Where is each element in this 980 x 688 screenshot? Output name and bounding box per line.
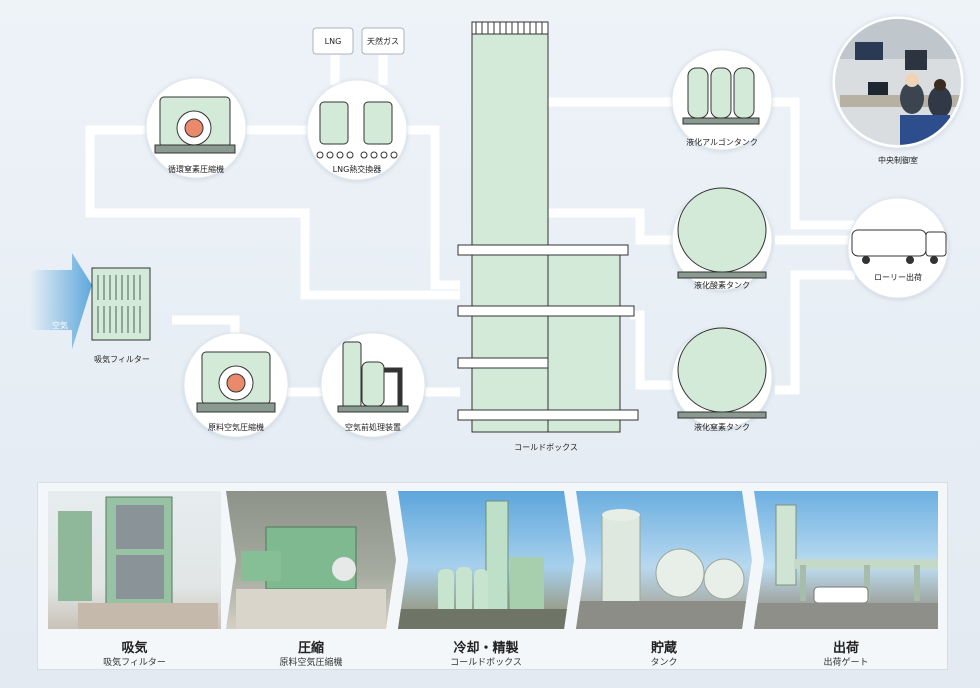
svg-text:LNG熱交換器: LNG熱交換器 [333,164,382,174]
svg-text:液化酸素タンク: 液化酸素タンク [694,280,750,290]
pipe-network [85,55,855,397]
step-title: 圧縮 [297,641,324,656]
intake-filter-node: 吸気フィルター [91,267,151,364]
svg-text:液化アルゴンタンク: 液化アルゴンタンク [686,137,758,147]
svg-text:循環窒素圧縮機: 循環窒素圧縮機 [168,164,224,174]
step-subtitle: 原料空気圧縮機 [279,658,343,668]
natural-gas-input-box: 天然ガス [361,27,405,55]
step-title: 吸気 [121,641,148,656]
storage-tank-photo [576,491,752,629]
svg-text:ローリー出荷: ローリー出荷 [874,272,922,282]
liquid-nitrogen-tank-node: 液化窒素タンク [671,327,773,432]
liquid-oxygen-tank-node: 液化酸素タンク [671,187,773,291]
compressor-photo [226,491,396,629]
svg-text:液化窒素タンク: 液化窒素タンク [694,422,750,432]
svg-text:コールドボックス: コールドボックス [514,443,578,452]
step-cooling-refining: 冷却・精製 コールドボックス [398,491,574,669]
step-subtitle: コールドボックス [450,658,522,668]
svg-text:吸気フィルター: 吸気フィルター [94,354,150,364]
step-storage: 貯蔵 タンク [576,491,752,669]
lng-heat-exchanger-node: LNG熱交換器 [306,79,408,181]
step-shipping: 出荷 出荷ゲート [754,491,938,669]
svg-text:中央制御室: 中央制御室 [878,155,918,165]
liquid-argon-tank-node: 液化アルゴンタンク [671,49,773,151]
lng-input-box: LNG [312,27,354,55]
svg-text:天然ガス: 天然ガス [367,36,399,46]
process-flow-diagram: 空気 LNG 天然ガス 循環窒素圧縮機 [30,15,965,452]
cold-box-tower: コールドボックス [457,21,639,452]
step-title: 冷却・精製 [453,641,519,656]
svg-text:空気前処理装置: 空気前処理装置 [345,422,401,432]
svg-text:LNG: LNG [325,37,342,46]
central-control-room-node: 中央制御室 [831,15,965,165]
shipping-gate-photo [754,491,938,629]
main-air-compressor-node: 原料空気圧縮機 [183,332,289,438]
air-label: 空気 [52,320,68,330]
air-pretreatment-node: 空気前処理装置 [320,332,426,438]
step-subtitle: タンク [650,658,678,668]
lorry-shipping-node: ローリー出荷 [847,197,949,299]
step-compression: 圧縮 原料空気圧縮機 [226,491,396,669]
step-title: 貯蔵 [650,641,677,656]
cold-box-photo [398,491,574,629]
step-title: 出荷 [832,641,859,656]
step-subtitle: 出荷ゲート [823,658,869,668]
svg-text:原料空気圧縮機: 原料空気圧縮機 [208,422,264,432]
intake-filter-photo [48,491,221,629]
step-intake: 吸気 吸気フィルター [48,491,221,669]
air-intake-arrow: 空気 [30,253,92,349]
step-subtitle: 吸気フィルター [103,658,166,668]
recycle-nitrogen-compressor-node: 循環窒素圧縮機 [145,77,247,179]
process-steps-panel: 吸気 吸気フィルター 圧縮 原料空気圧縮機 冷却・精製 [37,482,948,670]
control-room-photo [835,19,961,145]
